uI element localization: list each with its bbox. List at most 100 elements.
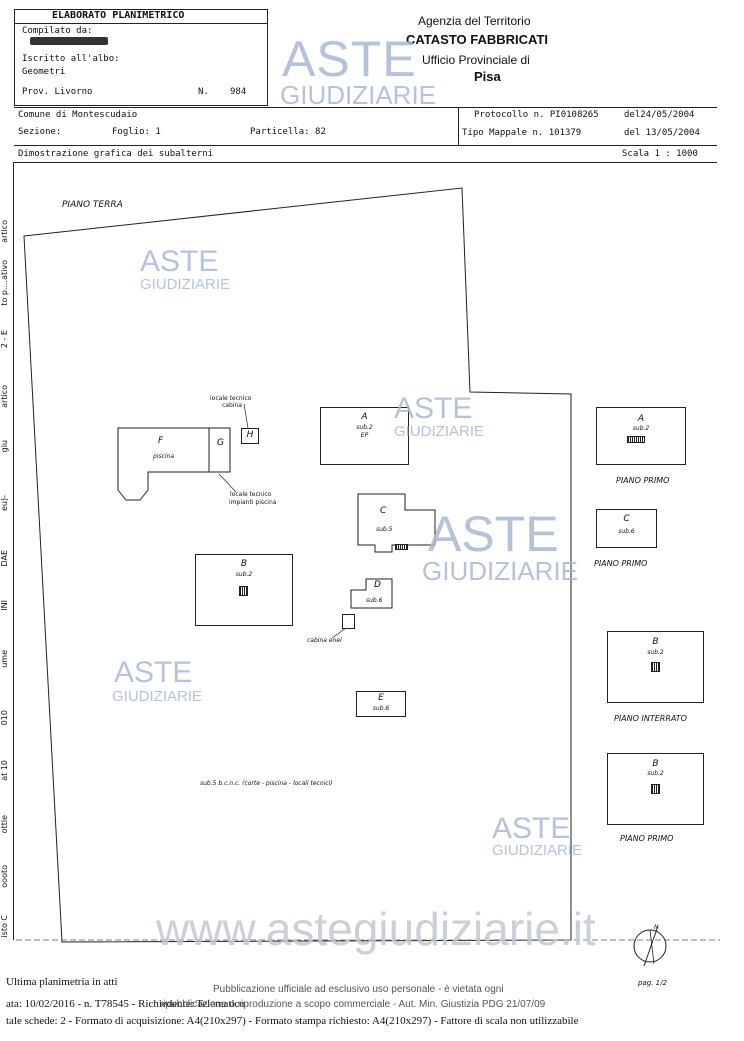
scala: Scala 1 : 1000 [622,149,698,159]
room-b: B sub.2 [195,554,293,626]
agency-line1: Agenzia del Territorio [418,14,531,28]
room-a: A sub.2 EP [320,407,409,465]
agency-line4: Pisa [474,69,501,84]
cabina-enel: cabina enel [307,637,342,644]
side-room-a-sub: sub.2 [632,425,650,432]
totale-schede: tale schede: 2 - Formato di acquisizione… [6,1015,579,1027]
room-d-letter: D [374,580,381,590]
side-room-c-sub: sub.6 [618,528,635,535]
cabina-enel-box [342,614,355,629]
locale-tecnico-cabina: locale tecnico [210,395,252,402]
foglio: Foglio: 1 [112,127,161,137]
watermark-aste: ASTE [492,812,571,845]
particella: Particella: 82 [250,127,326,137]
sezione-label: Sezione: [18,127,62,137]
room-d-outline [350,578,393,609]
watermark-aste: ASTE [114,656,193,689]
locale-tecnico-cabina-2: cabina [222,402,242,409]
watermark-giudiziarie: GIUDIZIARIE [280,80,437,110]
n-label: N. [198,87,209,97]
side-room-b1: B sub.2 [607,631,704,703]
watermark-aste: ASTE [140,245,219,278]
iscritto-value: Geometri [22,67,66,77]
riproduzione-line: ripubblicazione o riproduzione a scopo c… [160,999,546,1010]
locale-tecnico-impianti-2: impianti piscina [229,499,277,506]
side-floor-label-4: PIANO PRIMO [620,834,674,843]
tipo-mappale: Tipo Mappale n. 101379 [462,128,582,138]
room-f-letter: F [158,436,164,446]
bcnc-note: sub.5 b.c.n.c. (corte - piscina - locali… [200,780,333,787]
room-a-sub: sub.2 [356,424,373,431]
side-room-b1-letter: B [652,637,659,647]
watermark-giudiziarie: GIUDIZIARIE [492,842,583,859]
room-e-sub: sub.6 [372,705,390,712]
piano-terra-label: PIANO TERRA [62,200,123,210]
side-floor-label-2: PIANO PRIMO [594,559,648,568]
stairs-icon [651,662,660,672]
watermark-aste: ASTE [428,506,559,562]
info-divider-vert [458,107,459,145]
room-d-sub: sub.6 [366,597,383,604]
data-line: ata: 10/02/2016 - n. T78545 - Richiedent… [6,998,245,1010]
page-number: pag. 1/2 [638,979,667,987]
info-rule-top [14,107,717,108]
watermark-giudiziarie: GIUDIZIARIE [422,556,579,586]
room-b-sub: sub.2 [235,571,253,578]
prov-label: Prov. Livorno [22,87,93,97]
side-room-a: A sub.2 [596,407,686,465]
room-h: H [241,428,259,444]
header-title-rule [14,23,267,24]
side-room-c-letter: C [623,514,630,524]
stairs-icon [239,586,248,596]
n-value: 984 [230,87,247,97]
pubblicazione-line: Pubblicazione ufficiale ad esclusivo uso… [213,984,504,995]
side-floor-label-3: PIANO INTERRATO [614,714,687,723]
room-a-extra: EP [360,432,369,439]
room-c-sub: sub.5 [376,526,393,533]
compilato-label: Compilato da: [22,26,93,36]
room-h-letter: H [246,430,254,440]
watermark-giudiziarie: GIUDIZIARIE [140,276,231,293]
comune: Comune di Montescudaio [18,110,138,120]
header-title: ELABORATO PLANIMETRICO [52,10,185,21]
room-f-outline [117,427,231,501]
room-e-letter: E [378,693,384,703]
room-b-letter: B [240,559,248,569]
redaction-bar [30,37,108,45]
iscritto-label: Iscritto all'albo: [22,54,120,64]
header-box [14,9,268,106]
watermark-aste: ASTE [394,392,473,425]
side-room-b1-sub: sub.2 [647,649,664,656]
side-room-c: C sub.6 [596,509,657,548]
stairs-icon [651,784,660,794]
dimostrazione: Dimostrazione grafica dei subalterni [18,149,214,159]
info-rule-bottom [14,162,717,163]
north-label: N [654,924,659,931]
room-c-outline [357,493,436,553]
locale-tecnico-impianti: locale tecnico [230,491,272,498]
room-a-letter: A [361,412,368,422]
agency-line3: Ufficio Provinciale di [422,53,530,67]
room-c-letter: C [380,506,387,516]
room-e: E sub.6 [356,691,406,717]
ultima-planimetria: Ultima planimetria in atti [6,976,118,988]
left-frame-line [13,162,14,940]
watermark-giudiziarie: GIUDIZIARIE [112,688,203,705]
protocollo: Protocollo n. PI0108265 [474,110,599,120]
tipo-date: del 13/05/2004 [624,128,700,138]
info-rule-mid [14,145,717,146]
stairs-icon [395,544,408,550]
side-room-b2-letter: B [652,759,659,769]
side-room-b2-sub: sub.2 [647,770,664,777]
room-g-letter: G [217,438,224,448]
side-room-a-letter: A [637,414,645,424]
agency-line2: CATASTO FABBRICATI [406,32,549,47]
watermark-url: www.astegiudiziarie.it [156,903,596,955]
side-floor-label-1: PIANO PRIMO [616,476,670,485]
watermark-giudiziarie: GIUDIZIARIE [394,423,485,440]
side-room-b2: B sub.2 [607,753,704,825]
room-f-sub: piscina [153,453,175,460]
stairs-icon [627,436,645,443]
protocollo-date: del24/05/2004 [624,110,695,120]
